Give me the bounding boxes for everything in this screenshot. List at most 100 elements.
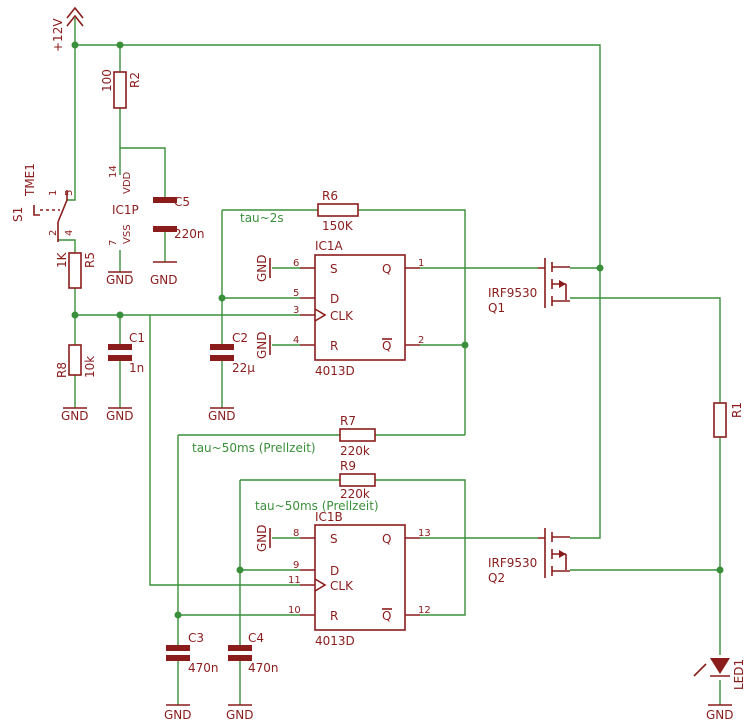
ic1b-num-12: 12 bbox=[418, 605, 431, 616]
gnd-label-c4: GND bbox=[226, 708, 254, 722]
c2-value: 22µ bbox=[232, 361, 255, 375]
ic1a-pin-q: Q bbox=[382, 262, 391, 276]
r7-name: R7 bbox=[340, 414, 356, 428]
ic1a-pin-d: D bbox=[330, 292, 339, 306]
supply-12v: +12V bbox=[51, 6, 84, 52]
r2-name: R2 bbox=[128, 72, 142, 88]
ic1b-num-8: 8 bbox=[293, 528, 299, 539]
gnd-label-c3: GND bbox=[164, 708, 192, 722]
r8-value: 10k bbox=[83, 356, 97, 378]
capacitor-c4: C4 470n bbox=[228, 631, 279, 675]
ic1a-pin-r: R bbox=[330, 339, 338, 353]
junctions bbox=[71, 41, 724, 619]
resistor-r8: R8 10k bbox=[55, 344, 97, 378]
ic1a-num-5: 5 bbox=[293, 288, 299, 299]
ic1a-num-6: 6 bbox=[293, 258, 299, 269]
resistor-r6: R6 150K bbox=[317, 189, 359, 233]
c5-name: C5 bbox=[174, 195, 190, 209]
r6-value: 150K bbox=[322, 219, 354, 233]
resistor-r2: 100 R2 bbox=[100, 69, 142, 109]
ground-symbols: GND GND GND GND GND GND GND GND GND GND … bbox=[61, 254, 734, 722]
resistor-r1: R1 bbox=[713, 402, 744, 438]
ic1a-pin-s: S bbox=[330, 262, 338, 276]
r1-name: R1 bbox=[730, 402, 744, 418]
wires bbox=[58, 18, 721, 705]
s1-pin-1: 1 bbox=[48, 190, 59, 196]
q2-name: Q2 bbox=[488, 571, 505, 585]
gnd-label-led: GND bbox=[706, 708, 734, 722]
r5-value: 1K bbox=[55, 251, 69, 268]
tau-50ms-note-a: tau~50ms (Prellzeit) bbox=[192, 441, 316, 455]
ic1b-num-10: 10 bbox=[288, 605, 301, 616]
r2-value: 100 bbox=[100, 69, 114, 92]
mosfet-q1: IRF9530 Q1 bbox=[488, 258, 570, 315]
c3-value: 470n bbox=[188, 661, 219, 675]
ic1b-name: IC1B bbox=[315, 510, 343, 524]
gnd-label-r8: GND bbox=[61, 409, 89, 423]
gnd-label-c5: GND bbox=[150, 273, 178, 287]
ic1p-vdd: VDD bbox=[122, 171, 133, 194]
c4-name: C4 bbox=[248, 631, 264, 645]
ic1b-num-11: 11 bbox=[288, 575, 301, 586]
r5-name: R5 bbox=[83, 252, 97, 268]
ic1a-num-4: 4 bbox=[293, 335, 299, 346]
led1-name: LED1 bbox=[732, 659, 746, 690]
ic1a-name: IC1A bbox=[315, 239, 344, 253]
c2-name: C2 bbox=[232, 331, 248, 345]
ic1a-num-2: 2 bbox=[418, 335, 424, 346]
ic1b-pin-r: R bbox=[330, 609, 338, 623]
s1-pin-4: 4 bbox=[64, 230, 75, 236]
s1-pin-2: 2 bbox=[48, 230, 59, 236]
gnd-label-ic1p: GND bbox=[106, 273, 134, 287]
capacitor-c5: C5 220n bbox=[153, 195, 205, 241]
c1-name: C1 bbox=[129, 331, 145, 345]
gnd-label-ic1a-r: GND bbox=[255, 331, 269, 359]
resistor-r9: R9 220k bbox=[339, 459, 376, 501]
gnd-label-ic1b-s: GND bbox=[255, 524, 269, 552]
c5-value: 220n bbox=[174, 227, 205, 241]
supply-label: +12V bbox=[51, 18, 65, 52]
r6-name: R6 bbox=[322, 189, 338, 203]
ic1b-pin-d: D bbox=[330, 564, 339, 578]
c1-value: 1n bbox=[129, 361, 144, 375]
flipflop-ic1a: IC1A 4013D S D CLK R Q Q 6 5 3 4 1 2 bbox=[293, 239, 424, 378]
ic1b-part: 4013D bbox=[315, 634, 355, 648]
flipflop-ic1b: IC1B 4013D S D CLK R Q Q 8 9 11 10 13 12 bbox=[288, 510, 431, 648]
q1-name: Q1 bbox=[488, 301, 505, 315]
led-led1: LED1 bbox=[693, 658, 746, 690]
tau-2s-note: tau~2s bbox=[240, 211, 284, 225]
capacitor-c3: C3 470n bbox=[166, 631, 219, 675]
q1-type: IRF9530 bbox=[488, 286, 537, 300]
ic1a-part: 4013D bbox=[315, 364, 355, 378]
ic1a-pin-clk: CLK bbox=[330, 309, 354, 323]
c3-name: C3 bbox=[188, 631, 204, 645]
ic1b-num-13: 13 bbox=[418, 528, 431, 539]
ic1b-pin-clk: CLK bbox=[330, 579, 354, 593]
tau-50ms-note-b: tau~50ms (Prellzeit) bbox=[255, 499, 379, 513]
r8-name: R8 bbox=[55, 362, 69, 378]
ic1b-pin-qn: Q bbox=[382, 609, 391, 623]
ic1b-pin-q: Q bbox=[382, 532, 391, 546]
ic1b-pin-s: S bbox=[330, 532, 338, 546]
ic1p-vss-pin: 7 bbox=[108, 240, 119, 246]
q2-type: IRF9530 bbox=[488, 556, 537, 570]
switch-s1: TME1 S1 1 5 2 4 bbox=[11, 163, 75, 242]
c4-value: 470n bbox=[248, 661, 279, 675]
resistor-r7: R7 220k bbox=[339, 414, 376, 458]
capacitor-c2: C2 22µ bbox=[210, 331, 255, 375]
capacitor-c1: C1 1n bbox=[108, 331, 145, 375]
s1-name: S1 bbox=[11, 207, 25, 222]
ic1b-num-9: 9 bbox=[293, 560, 299, 571]
gnd-label-c2: GND bbox=[208, 409, 236, 423]
r9-name: R9 bbox=[340, 459, 356, 473]
ic1p-vss: VSS bbox=[122, 224, 133, 244]
gnd-label-c1: GND bbox=[106, 409, 134, 423]
s1-type: TME1 bbox=[23, 163, 37, 197]
r9-value: 220k bbox=[340, 487, 370, 501]
ic1p-name: IC1P bbox=[112, 203, 139, 217]
r7-value: 220k bbox=[340, 444, 370, 458]
ic1a-num-1: 1 bbox=[418, 258, 424, 269]
resistor-r5: 1K R5 bbox=[55, 251, 97, 289]
ic1p-vdd-pin: 14 bbox=[108, 165, 119, 178]
